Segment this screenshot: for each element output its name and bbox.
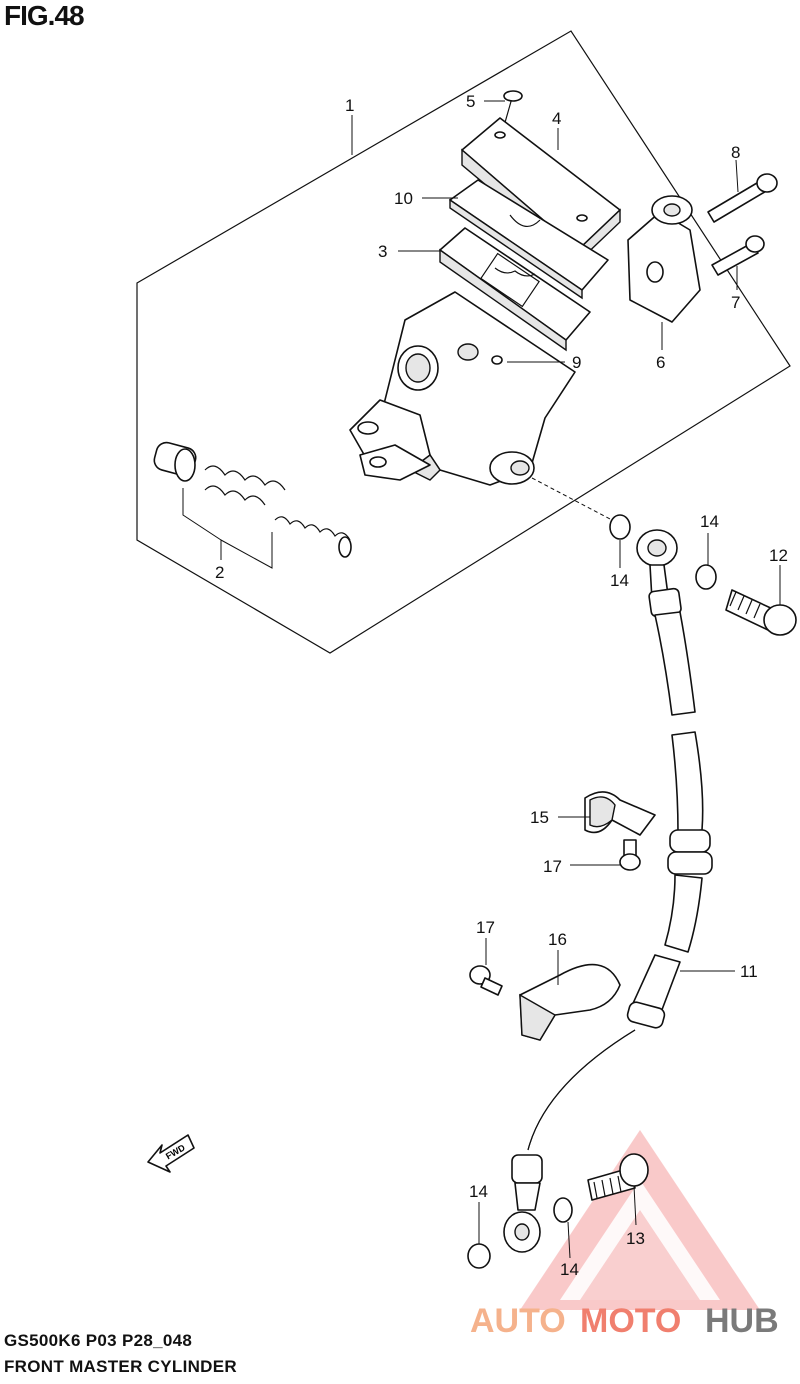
washer-part-14	[553, 1197, 573, 1223]
callout-17: 17	[476, 918, 495, 937]
washer-part-14	[467, 1243, 491, 1269]
model-code: GS500K6 P03 P28_048	[4, 1331, 193, 1350]
diaphragm-part-3	[439, 227, 591, 352]
figure-caption: FRONT MASTER CYLINDER	[4, 1357, 237, 1376]
figure-title: FIG.48	[4, 0, 85, 31]
bracket-part-16	[519, 963, 621, 1041]
callout-6: 6	[656, 353, 665, 372]
callout-14: 14	[560, 1260, 579, 1279]
watermark-text-auto: AUTO	[470, 1302, 566, 1340]
brake-hose-part-11	[503, 529, 713, 1253]
callout-11: 11	[740, 962, 758, 981]
washer-part-14	[609, 514, 631, 540]
bolt-part-17	[469, 965, 503, 996]
watermark-text-moto: MOTO	[580, 1302, 681, 1340]
callout-10: 10	[394, 189, 413, 208]
callout-13: 13	[626, 1229, 645, 1248]
callout-9: 9	[572, 353, 581, 372]
piston-set-part-2	[153, 441, 352, 558]
bolt-part-7	[711, 235, 765, 276]
callout-5: 5	[466, 92, 475, 111]
callout-1: 1	[345, 96, 354, 115]
plate-part-10	[449, 179, 609, 300]
assembly-outline	[136, 30, 791, 654]
callout-14: 14	[700, 512, 719, 531]
callout-12: 12	[769, 546, 788, 565]
callout-7: 7	[731, 293, 740, 312]
callout-8: 8	[731, 143, 740, 162]
forward-direction-arrow: FWD	[147, 1134, 195, 1173]
leader-lines	[182, 100, 781, 1259]
union-bolt-part-13	[587, 1153, 649, 1201]
callout-14: 14	[610, 571, 629, 590]
washer-part-14	[695, 564, 717, 590]
hose-clamp-part-15	[584, 791, 656, 836]
callout-15: 15	[530, 808, 549, 827]
callout-16: 16	[548, 930, 567, 949]
clamp-part-6	[627, 195, 701, 323]
callout-2: 2	[215, 563, 224, 582]
bolt-part-17	[619, 839, 641, 871]
bolt-part-8	[707, 173, 778, 223]
watermark-text-hub: HUB	[705, 1302, 779, 1340]
master-cylinder-body	[349, 291, 576, 486]
callout-14: 14	[469, 1182, 488, 1201]
watermark-text: AUTO MOTO HUB	[470, 1302, 779, 1340]
callout-numbers: 1 5 4 10 3 9 8 7 6 2 14 14 12 15 17 17 1…	[215, 92, 788, 1279]
callout-4: 4	[552, 109, 561, 128]
watermark-logo	[520, 1130, 760, 1310]
callout-3: 3	[378, 242, 387, 261]
callout-17: 17	[543, 857, 562, 876]
union-bolt-part-12	[725, 589, 797, 636]
